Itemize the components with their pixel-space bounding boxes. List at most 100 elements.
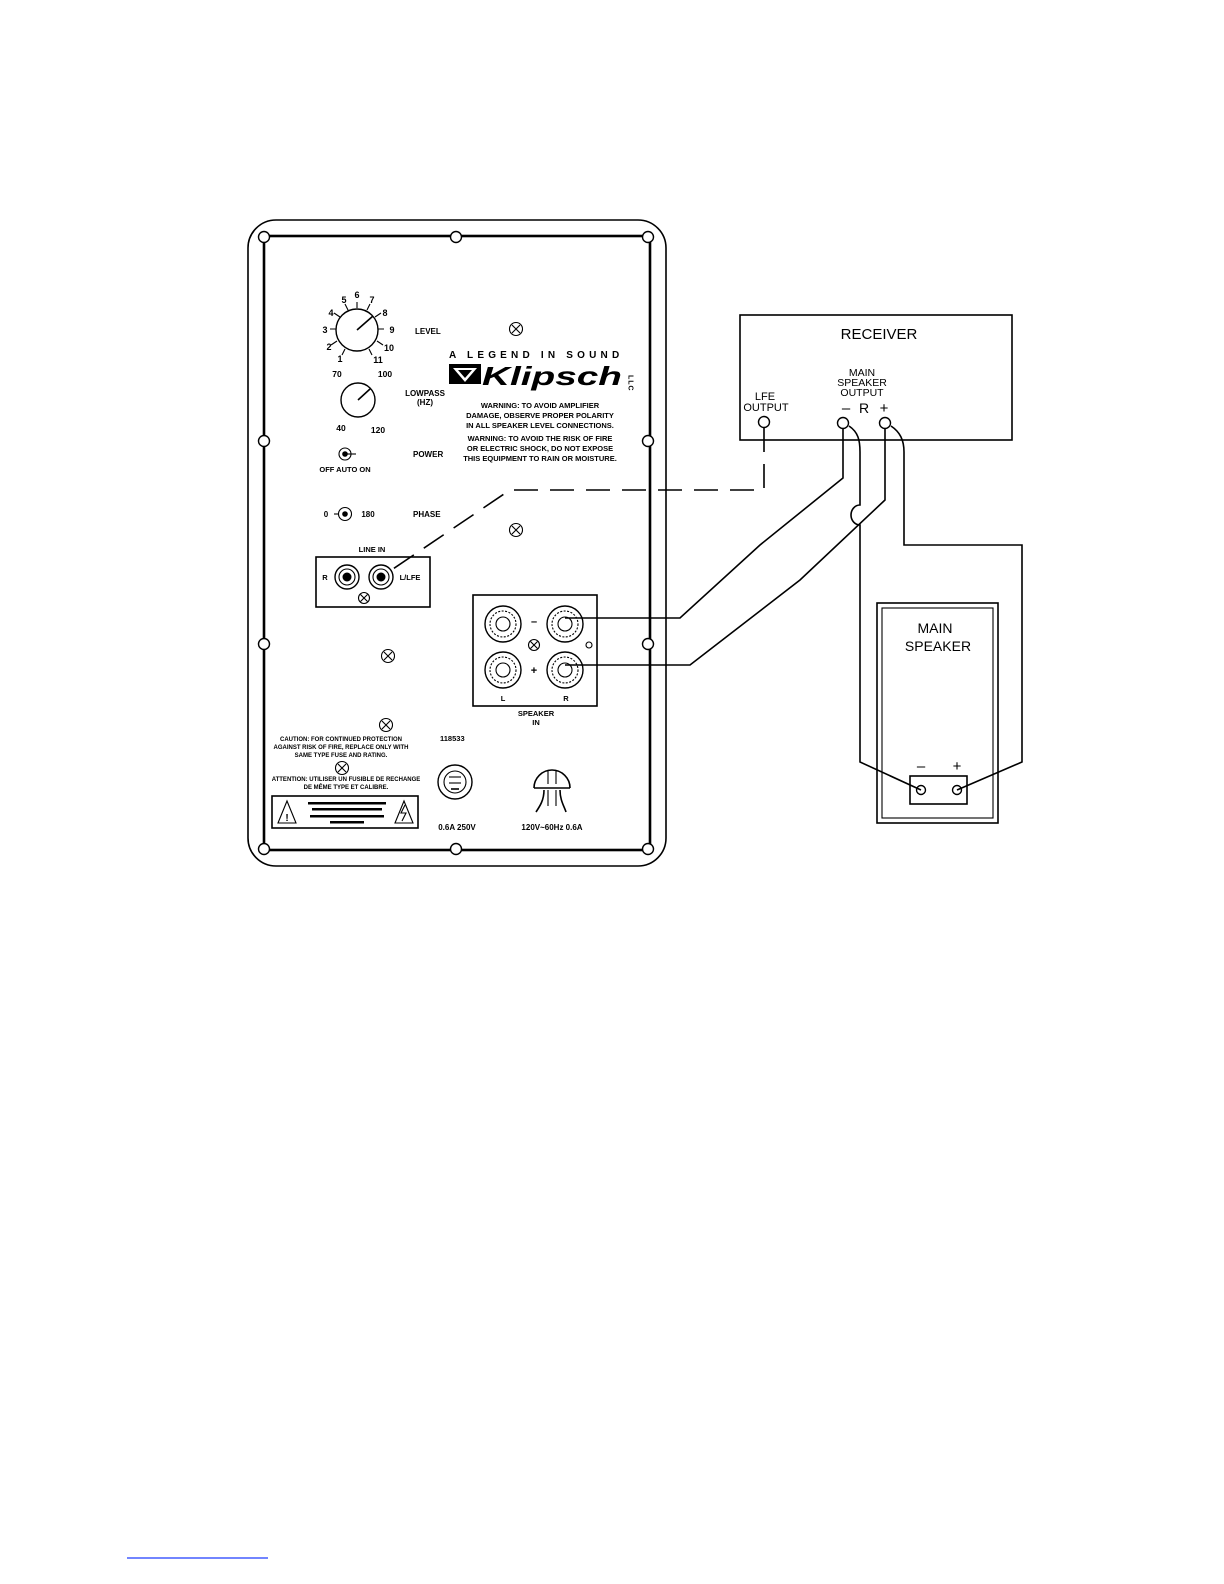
level-scale-3: 3 [322, 325, 327, 335]
speaker-in-minus-label: – [531, 616, 537, 628]
receiver-box [739, 314, 1013, 441]
receiver-plus-label: + [880, 400, 889, 417]
warning-line-3: IN ALL SPEAKER LEVEL CONNECTIONS. [466, 421, 614, 430]
receiver-title: RECEIVER [841, 326, 918, 343]
level-scale-10: 10 [384, 343, 394, 353]
line-in-label: LINE IN [359, 545, 386, 554]
power-switch[interactable] [338, 447, 356, 461]
caution-line-1: CAUTION: FOR CONTINUED PROTECTION [280, 737, 402, 743]
receiver-minus-terminal[interactable] [836, 416, 850, 430]
level-scale-5: 5 [341, 295, 346, 305]
speaker-in-r-label: R [563, 694, 569, 703]
main-speaker-box [876, 602, 999, 824]
line-in-l-lfe-label: L/LFE [400, 573, 421, 582]
level-scale-11: 11 [373, 355, 383, 365]
screw-icon [378, 717, 394, 733]
receiver-lfe-output-jack[interactable] [757, 415, 771, 429]
speaker-in-label: SPEAKER [518, 709, 555, 718]
phase-right-label: 180 [361, 510, 375, 519]
warning-line-1: WARNING: TO AVOID AMPLIFIER [481, 401, 600, 410]
lfe-cable [380, 428, 765, 578]
attention-line-1: ATTENTION: UTILISER UN FUSIBLE DE RECHAN… [272, 777, 421, 783]
speaker-wire-plus-to-main [890, 425, 1023, 791]
svg-text:!: ! [285, 813, 288, 824]
screw-icon [334, 760, 350, 776]
receiver-channel-label: R [859, 400, 869, 416]
lowpass-scale-40: 40 [336, 423, 346, 433]
speaker-in-l-plus-terminal[interactable] [484, 651, 522, 689]
speaker-wire-minus-to-main [848, 425, 922, 791]
attention-line-2: DE MÊME TYPE ET CALIBRE. [304, 783, 389, 791]
part-number: 118533 [440, 734, 465, 743]
level-scale-9: 9 [389, 325, 394, 335]
receiver-lfe-label: LFE [755, 391, 775, 403]
brand-name: Klipsch [482, 361, 622, 391]
screw-icon [380, 648, 396, 664]
lowpass-scale-70: 70 [332, 369, 342, 379]
level-scale-6: 6 [354, 290, 359, 300]
power-label: POWER [413, 450, 443, 459]
warning-line-2: DAMAGE, OBSERVE PROPER POLARITY [466, 411, 614, 420]
main-speaker-plus-label: + [953, 758, 962, 775]
indicator-dot [585, 641, 593, 649]
level-scale-1: 1 [337, 354, 342, 364]
level-scale-4: 4 [328, 308, 333, 318]
line-in-panel [315, 556, 431, 608]
level-scale-2: 2 [326, 342, 331, 352]
level-knob[interactable] [330, 302, 384, 356]
speaker-in-label-line2: IN [532, 718, 540, 727]
speaker-wire-minus-to-sub [565, 429, 844, 619]
brand-tagline: A LEGEND IN SOUND [449, 350, 623, 361]
klipsch-logo-icon [449, 364, 481, 384]
power-rating: 120V~60Hz 0.6A [521, 823, 582, 832]
caution-line-3: SAME TYPE FUSE AND RATING. [295, 753, 388, 759]
level-label: LEVEL [415, 327, 441, 336]
receiver-main-label: MAIN [849, 367, 875, 379]
speaker-wire-plus-to-sub [565, 429, 886, 666]
main-speaker-title: MAIN [918, 620, 953, 636]
screw-icon [508, 522, 524, 538]
lowpass-knob[interactable] [340, 382, 376, 418]
speaker-in-plus-label: + [531, 665, 537, 677]
speaker-in-l-minus-terminal[interactable] [484, 605, 522, 643]
speaker-in-r-plus-terminal[interactable] [546, 651, 584, 689]
fuse-holder[interactable] [437, 764, 473, 800]
speaker-in-r-minus-terminal[interactable] [546, 605, 584, 643]
lowpass-scale-120: 120 [371, 425, 385, 435]
receiver-main-label-line3: OUTPUT [840, 387, 884, 399]
lowpass-label: LOWPASS [405, 389, 446, 398]
receiver-minus-label: – [842, 400, 851, 417]
receiver-lfe-label-line2: OUTPUT [743, 402, 789, 414]
phase-left-label: 0 [324, 510, 329, 519]
shock-warning-label: ! [271, 795, 419, 829]
line-in-r-label: R [322, 573, 328, 582]
brand-suffix: LLC [627, 375, 634, 392]
level-scale-8: 8 [382, 308, 387, 318]
speaker-in-l-label: L [501, 694, 506, 703]
main-speaker-title-line2: SPEAKER [905, 638, 971, 654]
wires [380, 425, 1023, 791]
power-switch-positions: OFF AUTO ON [319, 465, 370, 474]
screw-icon [357, 591, 371, 605]
warning-label-text-bars [308, 802, 386, 824]
screw-icons [334, 321, 524, 776]
power-cord-icon [533, 769, 571, 813]
warning-line-4: WARNING: TO AVOID THE RISK OF FIRE [468, 434, 613, 443]
warning-line-5: OR ELECTRIC SHOCK, DO NOT EXPOSE [467, 444, 613, 453]
level-scale-7: 7 [369, 295, 374, 305]
phase-switch[interactable] [334, 506, 353, 522]
subwoofer-panel [247, 219, 667, 867]
caution-line-2: AGAINST RISK OF FIRE, REPLACE ONLY WITH [273, 745, 408, 751]
screw-icon [508, 321, 524, 337]
receiver-plus-terminal[interactable] [878, 416, 892, 430]
lowpass-scale-100: 100 [378, 369, 392, 379]
mounting-holes [257, 230, 655, 856]
lowpass-unit-label: (HZ) [417, 398, 433, 407]
phase-label: PHASE [413, 510, 441, 519]
screw-icon [527, 638, 541, 652]
warning-line-6: THIS EQUIPMENT TO RAIN OR MOISTURE. [463, 454, 617, 463]
speaker-in-panel [472, 594, 598, 707]
main-speaker-minus-label: – [917, 758, 926, 775]
line-in-r-jack[interactable] [334, 564, 360, 590]
